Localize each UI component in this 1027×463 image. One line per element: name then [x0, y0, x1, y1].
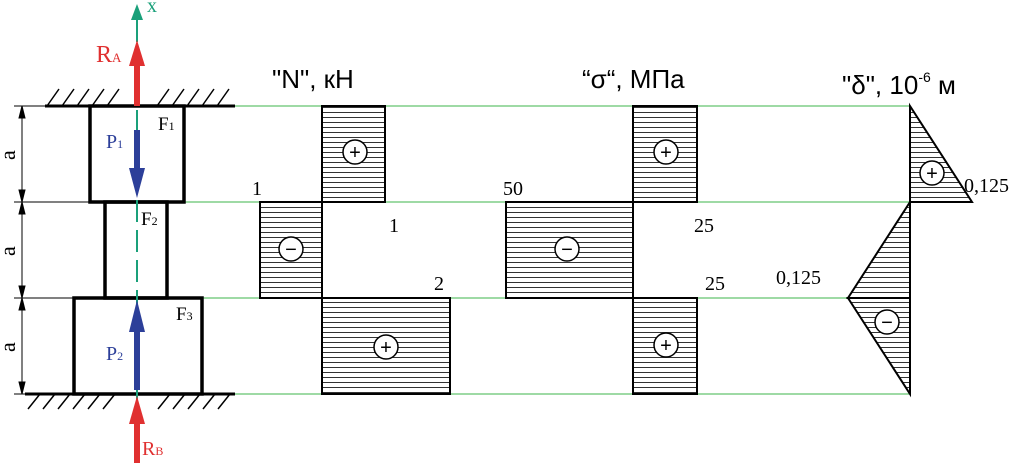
axis-label: x	[147, 0, 157, 17]
svg-text:−: −	[285, 239, 297, 261]
reaction-b-arrow	[129, 396, 145, 463]
bottom-support	[25, 392, 235, 410]
sign-markers: + − + + − + + −	[278, 139, 945, 360]
sigma-diagram-title: “σ“, МПа	[582, 64, 685, 94]
svg-text:+: +	[660, 142, 672, 164]
n-value-1: 1	[252, 178, 262, 200]
n-diagram-title: "N", кН	[272, 64, 354, 94]
minus-sign-icon: −	[554, 236, 580, 262]
svg-text:+: +	[380, 337, 392, 359]
sigma-diagram	[505, 105, 698, 395]
dimension-label-2: a	[0, 246, 20, 256]
delta-diagram-title: "δ", 10-6 м	[842, 69, 956, 100]
svg-text:−: −	[881, 312, 893, 334]
svg-text:+: +	[660, 335, 672, 357]
area-f3-label: F3	[176, 304, 193, 325]
plus-sign-icon: +	[653, 139, 679, 165]
sigma-value-3: 25	[705, 273, 725, 295]
load-p1-label: P1	[106, 131, 123, 153]
delta-diagram	[846, 102, 974, 398]
dimension-label-3: a	[0, 342, 20, 352]
area-f2-label: F2	[141, 209, 158, 230]
plus-sign-icon: +	[653, 332, 679, 358]
delta-value-2: 0,125	[776, 267, 821, 289]
delta-area-2	[846, 198, 911, 299]
axis-arrow-icon	[131, 4, 143, 20]
load-p2-arrow	[129, 300, 145, 390]
plus-sign-icon: +	[342, 139, 368, 165]
svg-text:−: −	[561, 239, 573, 261]
reaction-a-arrow	[129, 40, 145, 106]
dimension-lines	[14, 105, 105, 395]
svg-text:+: +	[926, 163, 938, 185]
plus-sign-icon: +	[919, 160, 945, 186]
sigma-value-2: 25	[694, 215, 714, 237]
n-area-1	[321, 105, 386, 203]
n-value-3: 2	[434, 273, 444, 295]
load-p1-arrow	[129, 130, 145, 198]
area-f1-label: F1	[158, 114, 175, 135]
delta-area-1	[909, 102, 974, 203]
minus-sign-icon: −	[874, 309, 900, 335]
load-p2-label: P2	[106, 343, 123, 365]
plus-sign-icon: +	[373, 334, 399, 360]
n-value-2: 1	[389, 215, 399, 237]
delta-value-1: 0,125	[964, 175, 1009, 197]
minus-sign-icon: −	[278, 236, 304, 262]
svg-text:+: +	[349, 142, 361, 164]
reaction-b-label: RB	[142, 438, 163, 460]
reaction-a-label: RA	[96, 42, 122, 68]
dimension-label-1: a	[0, 150, 20, 160]
sigma-value-1: 50	[503, 178, 523, 200]
